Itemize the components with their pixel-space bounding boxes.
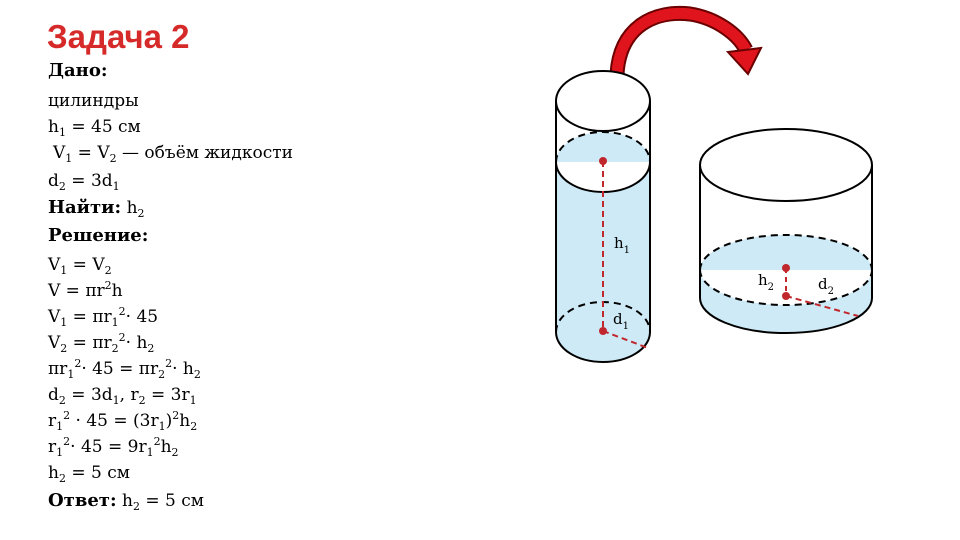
cyl1-diameter-label: d1: [613, 310, 629, 332]
given-d2: d2 = 3d1: [48, 171, 120, 193]
cyl1-height-label: h1: [614, 234, 630, 256]
cyl2-height-label: h2: [758, 271, 774, 293]
step-7: r12 · 45 = (3r1)2h2: [48, 409, 198, 433]
find-line: Найти: h2: [48, 197, 145, 220]
step-3: V1 = πr12· 45: [48, 305, 159, 329]
step-8: r12· 45 = 9r12h2: [48, 435, 179, 459]
transfer-arrow-icon: [609, 5, 763, 76]
step-6: d2 = 3d1, r2 = 3r1: [48, 385, 197, 407]
cylinder-1: h1 d1: [555, 70, 651, 363]
step-1: V1 = V2: [48, 255, 112, 277]
given-heading: Дано:: [48, 60, 108, 81]
given-volumes: V1 = V2 — объём жидкости: [53, 143, 293, 165]
given-shape: цилиндры: [48, 91, 139, 111]
cyl2-diameter-label: d2: [818, 275, 834, 297]
task-title: Задача 2: [47, 18, 190, 55]
step-5: πr12· 45 = πr22· h2: [48, 357, 201, 381]
cylinder-2: h2 d2: [699, 128, 873, 334]
step-9: h2 = 5 см: [48, 463, 130, 485]
step-2: V = πr2h: [48, 279, 123, 301]
solution-heading: Решение:: [48, 225, 149, 246]
step-4: V2 = πr22· h2: [48, 331, 155, 355]
answer-line: Ответ: h2 = 5 см: [48, 490, 204, 513]
given-h1: h1 = 45 см: [48, 117, 141, 139]
